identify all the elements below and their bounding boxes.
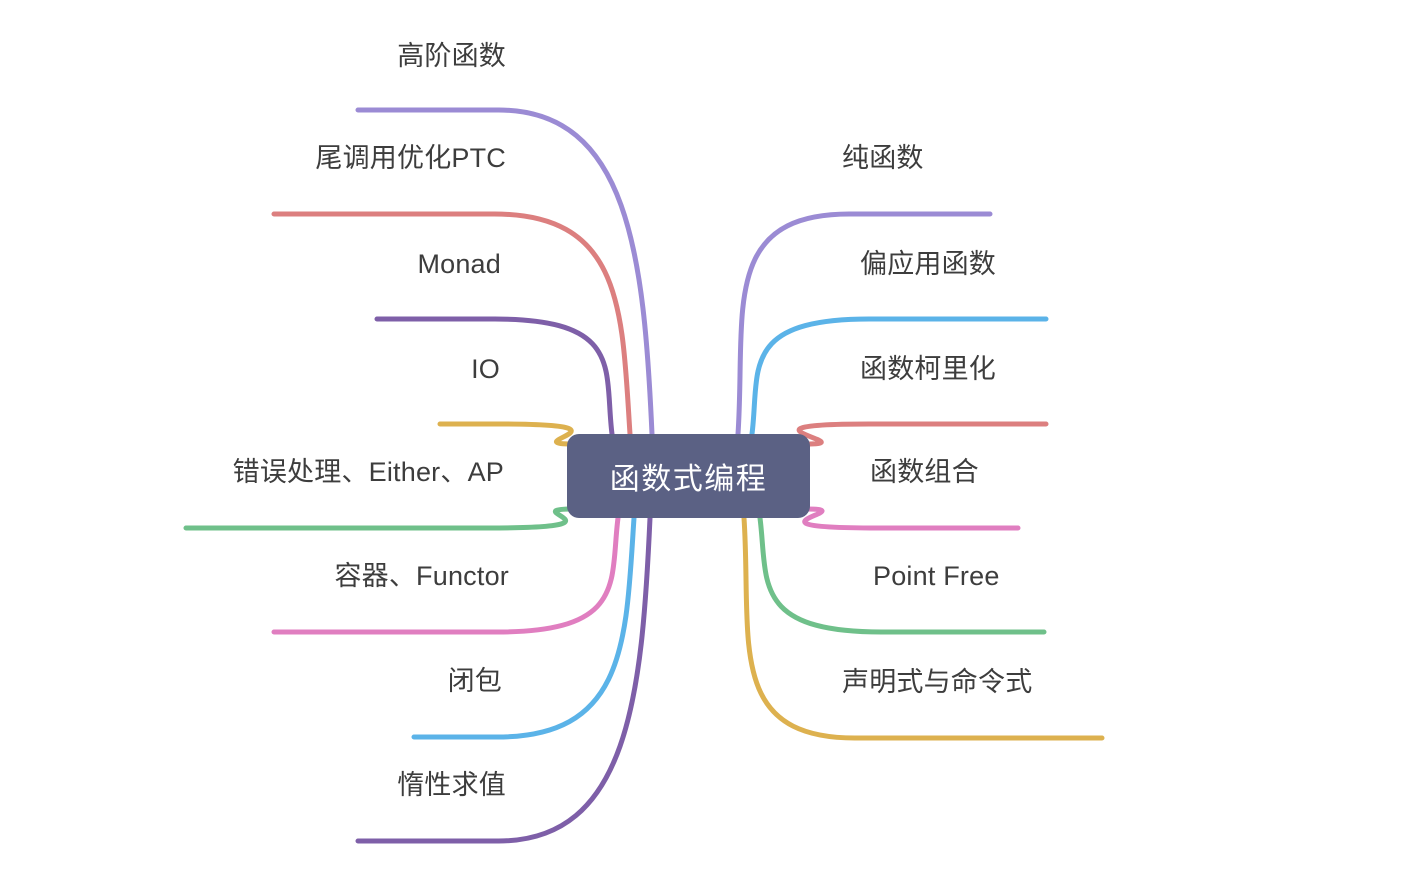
branch-label[interactable]: 高阶函数 — [397, 41, 506, 71]
central-node-label: 函数式编程 — [609, 463, 768, 496]
branch-label[interactable]: 错误处理、Either、AP — [232, 457, 504, 487]
branch-label[interactable]: 函数柯里化 — [860, 354, 996, 384]
branch-line[interactable] — [757, 515, 1047, 635]
branch-line[interactable] — [355, 107, 655, 437]
branch-line[interactable] — [355, 515, 653, 844]
branch-line[interactable] — [735, 211, 993, 437]
branch-label[interactable]: 函数组合 — [870, 457, 979, 487]
branch-label[interactable]: 纯函数 — [842, 143, 924, 173]
branch-line[interactable] — [411, 515, 637, 740]
branch-label[interactable]: 惰性求值 — [397, 770, 506, 800]
branch-line[interactable] — [374, 316, 615, 437]
branch-line[interactable] — [183, 506, 576, 531]
branch-label[interactable]: 偏应用函数 — [860, 249, 996, 279]
branch-label[interactable]: IO — [471, 354, 500, 384]
branch-line[interactable] — [749, 316, 1049, 437]
branch-label[interactable]: 声明式与命令式 — [842, 667, 1033, 697]
branch-line[interactable] — [271, 211, 633, 437]
branch-line[interactable] — [796, 421, 1049, 447]
branch-label[interactable]: Monad — [417, 249, 501, 279]
branch-line[interactable] — [802, 506, 1021, 531]
branch-line[interactable] — [741, 515, 1105, 741]
branch-line[interactable] — [271, 515, 621, 635]
branch-label[interactable]: Point Free — [873, 561, 1000, 591]
branch-label[interactable]: 闭包 — [447, 666, 502, 696]
branch-line[interactable] — [437, 421, 576, 447]
branch-label[interactable]: 容器、Functor — [334, 561, 509, 591]
branch-label[interactable]: 尾调用优化PTC — [315, 143, 506, 173]
central-node[interactable]: 函数式编程 — [567, 434, 810, 518]
